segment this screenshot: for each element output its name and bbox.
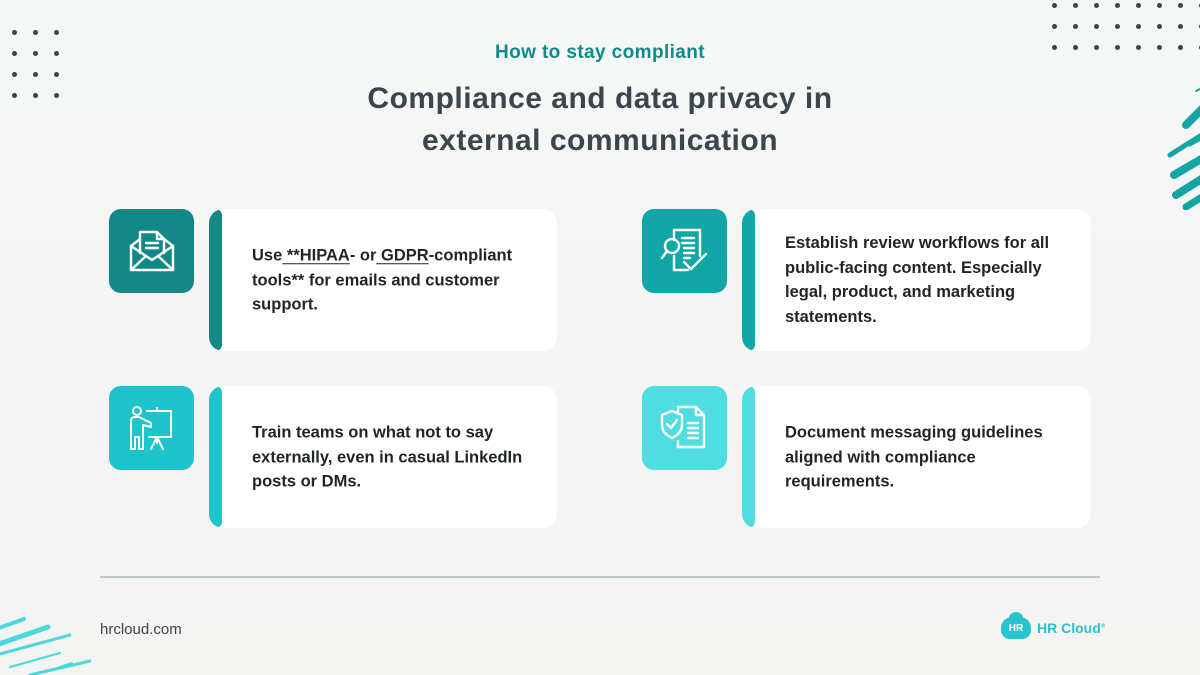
icon-box [109,386,194,470]
icon-box [642,209,727,293]
footer-divider [100,576,1100,578]
accent-bar [209,386,222,528]
item-card: Use **HIPAA- or GDPR-compliant tools** f… [209,209,557,351]
item-text: Train teams on what not to say externall… [252,423,523,491]
footer-url[interactable]: hrcloud.com [100,621,182,638]
icon-box [642,386,727,470]
icon-box [109,209,194,293]
dot-grid-top-left [12,30,62,100]
section-kicker: How to stay compliant [494,42,706,63]
item-text: Document messaging guidelines aligned wi… [785,423,1043,491]
scribble-top-right [1167,87,1200,210]
presenter-training-icon [129,406,172,450]
dot-grid-top-right [1052,3,1200,53]
hr-cloud-logo[interactable]: HR HR Cloud® [1001,612,1106,639]
page-title: Compliance and data privacy in external … [0,78,1200,162]
accent-bar [742,386,755,528]
gdpr-link[interactable]: GDPR [376,246,429,265]
cloud-logo-icon: HR [1001,612,1031,639]
email-document-icon [129,230,174,272]
page-title-line-2: external communication [421,124,779,157]
item-card: Train teams on what not to say externall… [209,386,557,528]
item-card: Establish review workflows for all publi… [742,209,1091,351]
document-review-check-icon [660,228,707,272]
accent-bar [742,209,755,351]
shield-document-icon [660,405,705,449]
item-text: Use **HIPAA- or GDPR-compliant tools** f… [252,246,513,314]
accent-bar [209,209,222,351]
page-title-line-1: Compliance and data privacy in [367,82,833,115]
logo-wordmark: HR Cloud® [1037,620,1106,636]
item-text: Establish review workflows for all publi… [785,234,1050,326]
item-card: Document messaging guidelines aligned wi… [742,386,1091,528]
scribble-bottom-left [0,617,92,675]
hipaa-link[interactable]: **HIPAA [282,246,350,265]
